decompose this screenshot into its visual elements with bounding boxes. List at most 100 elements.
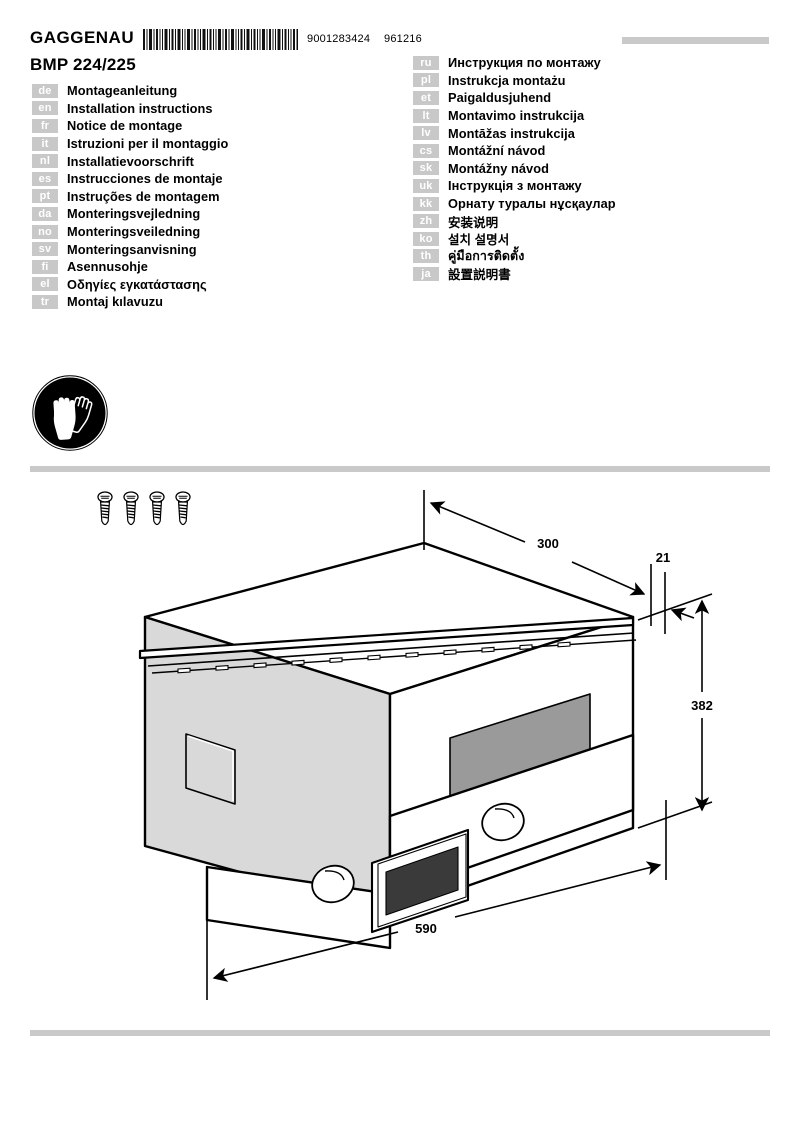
language-row-tr: tr Montaj kılavuzu	[32, 293, 228, 311]
language-row-fr: fr Notice de montage	[32, 117, 228, 135]
language-row-ja: ja 設置説明書	[413, 265, 616, 283]
language-code-badge: kk	[413, 196, 439, 211]
language-code-badge: ja	[413, 266, 439, 281]
language-row-cs: cs Montážní návod	[413, 142, 616, 160]
language-code-badge: th	[413, 249, 439, 264]
language-code-badge: en	[32, 101, 58, 116]
language-code-badge: it	[32, 136, 58, 151]
language-title: Asennusohje	[67, 259, 148, 275]
language-row-sv: sv Monteringsanvisning	[32, 240, 228, 258]
language-code-badge: pl	[413, 73, 439, 88]
revision-number: 961216	[384, 33, 422, 45]
barcode-icon	[143, 29, 298, 50]
language-code-badge: sv	[32, 242, 58, 257]
language-row-uk: uk Інструкція з монтажу	[413, 177, 616, 195]
language-row-fi: fi Asennusohje	[32, 258, 228, 276]
control-display	[370, 828, 470, 934]
language-title: Notice de montage	[67, 118, 183, 134]
language-row-kk: kk Орнату туралы нұсқаулар	[413, 195, 616, 213]
language-row-zh: zh 安装说明	[413, 212, 616, 230]
divider-bottom	[30, 1030, 770, 1036]
language-code-badge: ko	[413, 231, 439, 246]
dimension-label-300: 300	[537, 536, 559, 551]
page-title: BMP 224/225	[30, 55, 136, 74]
language-code-badge: tr	[32, 294, 58, 309]
language-row-ko: ko 설치 설명서	[413, 230, 616, 248]
language-title: Istruzioni per il montaggio	[67, 136, 229, 152]
dimension-height: 382	[637, 593, 713, 829]
language-code-badge: fi	[32, 259, 58, 274]
language-row-pl: pl Instrukcja montażu	[413, 72, 616, 90]
language-title: Инструкция по монтажу	[448, 55, 601, 71]
language-code-badge: pt	[32, 189, 58, 204]
language-code-badge: lt	[413, 108, 439, 123]
language-title: คู่มือการติดตั้ง	[448, 249, 525, 264]
language-row-lt: lt Montavimo instrukcija	[413, 107, 616, 125]
language-title: Monteringsanvisning	[67, 241, 197, 257]
language-code-badge: el	[32, 277, 58, 292]
appliance-body	[138, 541, 637, 950]
language-row-nl: nl Installatievoorschrift	[32, 152, 228, 170]
language-code-badge: ru	[413, 55, 439, 70]
language-code-badge: no	[32, 224, 58, 239]
language-row-it: it Istruzioni per il montaggio	[32, 135, 228, 153]
language-title: 設置説明書	[448, 268, 511, 283]
language-code-badge: et	[413, 90, 439, 105]
language-title: Montaj kılavuzu	[67, 294, 164, 310]
language-title: Інструкція з монтажу	[448, 178, 582, 194]
dimension-overhang: 21	[650, 550, 695, 634]
language-code-badge: nl	[32, 154, 58, 169]
language-code-badge: cs	[413, 143, 439, 158]
language-title: Instrucciones de montaje	[67, 171, 223, 187]
language-row-ru: ru Инструкция по монтажу	[413, 54, 616, 72]
language-title: Instrukcja montażu	[448, 72, 566, 88]
left-rotary-knob	[311, 864, 355, 904]
language-row-da: da Monteringsvejledning	[32, 205, 228, 223]
document-number: 9001283424	[307, 33, 371, 45]
right-rotary-knob	[481, 802, 525, 842]
language-row-no: no Monteringsveiledning	[32, 223, 228, 241]
language-title: Monteringsvejledning	[67, 206, 201, 222]
language-row-et: et Paigaldusjuhend	[413, 89, 616, 107]
language-row-th: th คู่มือการติดตั้ง	[413, 248, 616, 266]
protective-gloves-icon	[31, 374, 109, 452]
language-code-badge: zh	[413, 214, 439, 229]
brand-logo: GAGGENAU	[30, 28, 135, 47]
language-title: Montavimo instrukcija	[448, 108, 585, 124]
language-code-badge: sk	[413, 161, 439, 176]
language-title: Montážní návod	[448, 143, 546, 159]
language-code-badge: fr	[32, 118, 58, 133]
language-title: Montážny návod	[448, 160, 549, 176]
dimension-width: 590	[206, 800, 667, 1000]
language-code-badge: da	[32, 206, 58, 221]
divider-top	[30, 466, 770, 472]
dimension-label-382: 382	[691, 698, 713, 713]
dimension-label-590: 590	[415, 921, 437, 936]
language-row-sk: sk Montážny návod	[413, 160, 616, 178]
language-row-el: el Οδηγίες εγκατάστασης	[32, 276, 228, 294]
language-title: Installatievoorschrift	[67, 153, 194, 169]
language-title: Орнату туралы нұсқаулар	[448, 196, 616, 212]
header-gray-bar	[622, 37, 769, 44]
language-title: Paigaldusjuhend	[448, 90, 552, 106]
language-title: Instruções de montagem	[67, 188, 220, 204]
screws-icon	[97, 491, 191, 526]
language-row-es: es Instrucciones de montaje	[32, 170, 228, 188]
language-row-de: de Montageanleitung	[32, 82, 228, 100]
language-title: 설치 설명서	[448, 233, 510, 248]
language-code-badge: es	[32, 171, 58, 186]
language-title: Montageanleitung	[67, 83, 178, 99]
language-title: 安装说明	[448, 215, 499, 230]
vent-strip	[138, 616, 637, 674]
language-title: Οδηγίες εγκατάστασης	[67, 276, 207, 292]
language-code-badge: de	[32, 83, 58, 98]
language-code-badge: lv	[413, 126, 439, 141]
language-title: Monteringsveiledning	[67, 224, 201, 240]
dimension-depth: 300	[423, 490, 655, 617]
language-code-badge: uk	[413, 178, 439, 193]
language-list-right: ru Инструкция по монтажу pl Instrukcja mont…	[413, 54, 616, 283]
